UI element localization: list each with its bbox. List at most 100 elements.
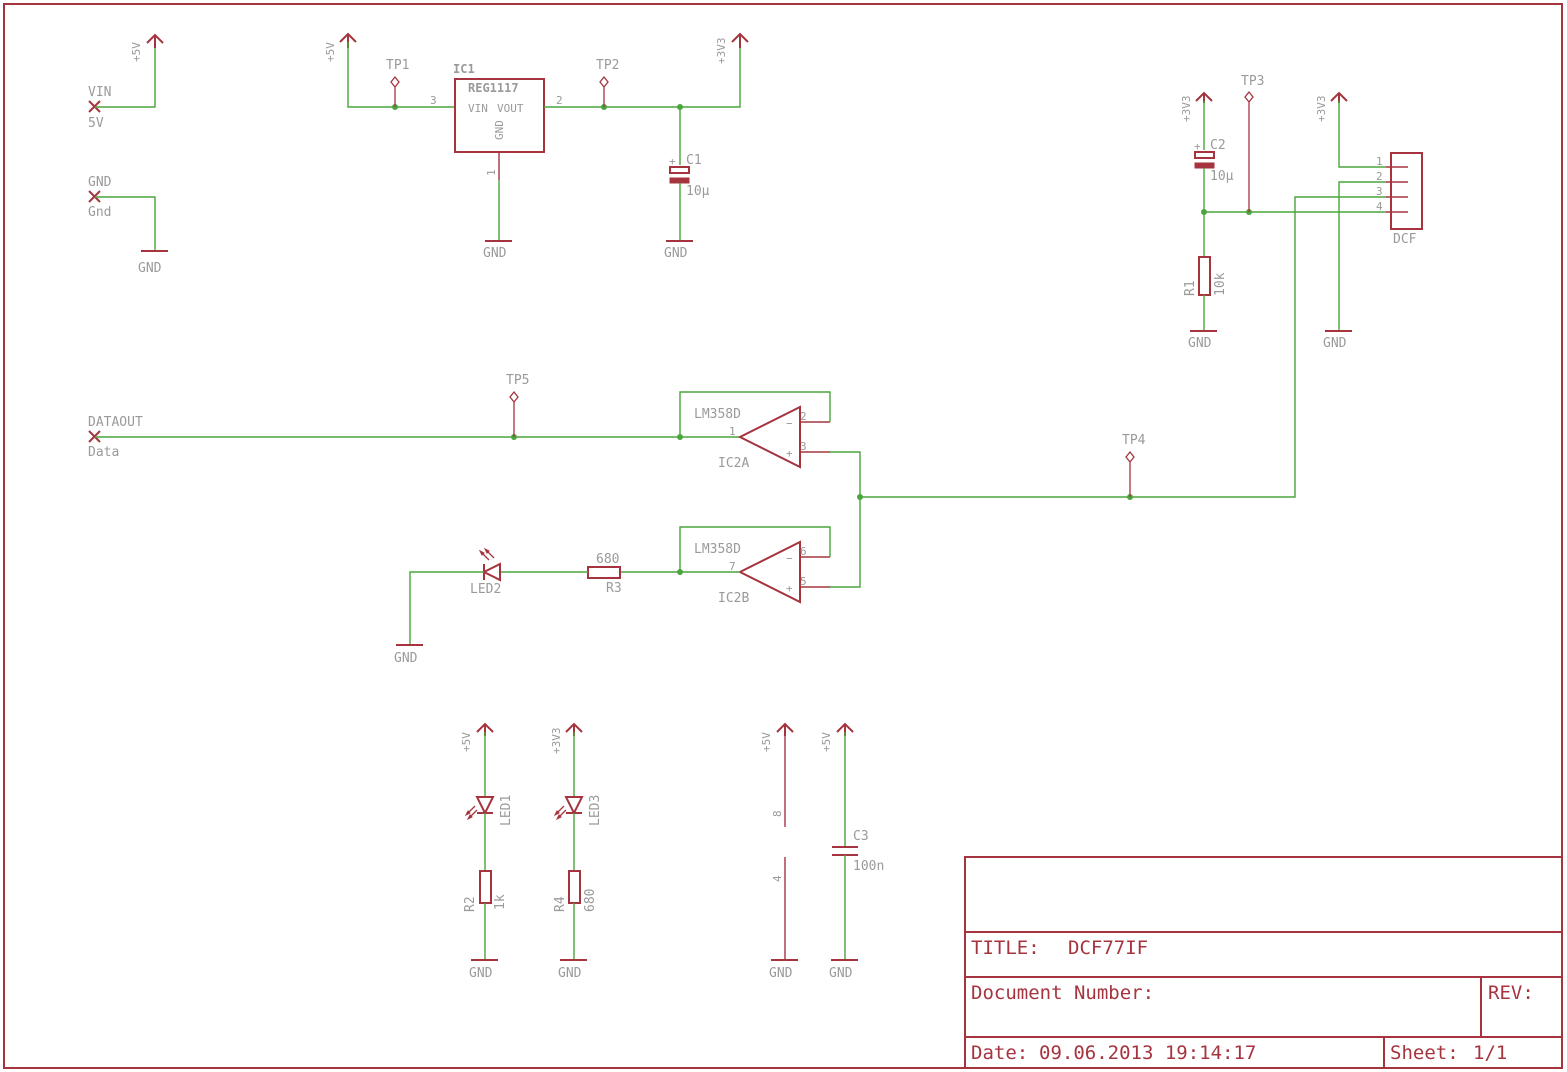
svg-text:+5V: +5V [760,732,773,752]
svg-text:TP4: TP4 [1122,433,1146,448]
supply-3v3-led3: +3V3 [550,722,583,755]
svg-text:IC2A: IC2A [718,456,749,471]
connector-x-icon [88,190,101,203]
svg-text:1: 1 [1376,155,1383,168]
supply-5v-led1: +5V [460,722,494,752]
connector-x-icon [88,100,101,113]
svg-text:+: + [669,155,676,168]
connector-vin[interactable]: VIN 5V +5V [88,33,164,131]
svg-text:LED1: LED1 [499,795,514,826]
svg-text:−: − [786,417,793,430]
svg-text:GND: GND [664,246,688,261]
svg-text:LED2: LED2 [470,582,501,597]
testpoint-tp2[interactable]: TP2 [596,58,619,107]
svg-text:GND: GND [1188,336,1212,351]
supply-5v-reg: +5V [324,32,357,62]
opamp-power-pins[interactable]: +5V 8 4 GND [760,722,798,981]
svg-text:2: 2 [1376,170,1383,183]
connector-gnd-name: GND [88,175,112,190]
svg-text:TP5: TP5 [506,373,529,388]
svg-text:+: + [786,582,793,595]
svg-text:680: 680 [583,889,598,912]
svg-text:5: 5 [800,575,807,588]
opamp-ic2b[interactable]: − + LM358D IC2B 6 7 5 [694,540,830,606]
testpoint-tp5[interactable]: TP5 [506,373,529,437]
sheet-label: Sheet: [1390,1042,1459,1064]
svg-text:3: 3 [1376,185,1383,198]
svg-text:100n: 100n [853,859,884,874]
opamp-ic2a[interactable]: − + LM358D IC2A 2 1 3 [694,405,830,471]
svg-text:LED3: LED3 [588,795,603,826]
svg-text:+5V: +5V [820,732,833,752]
svg-text:10k: 10k [1213,272,1228,296]
ic1-name: IC1 [453,62,475,76]
resistor-r4[interactable]: R4 680 [553,870,598,912]
svg-text:2: 2 [556,94,563,107]
svg-text:1k: 1k [493,894,508,910]
supply-3v3-c2: +3V3 [1180,91,1213,123]
svg-text:VOUT: VOUT [497,102,524,115]
svg-text:7: 7 [729,560,736,573]
svg-text:+: + [786,447,793,460]
svg-text:VIN: VIN [468,102,488,115]
svg-text:−: − [786,552,793,565]
svg-text:C1: C1 [686,153,702,168]
svg-text:6: 6 [800,545,807,558]
date-value: 09.06.2013 19:14:17 [1039,1042,1256,1064]
svg-text:+3V3: +3V3 [1180,96,1193,123]
dcf-connector[interactable]: 1 2 3 4 DCF [1376,152,1423,247]
wire-5v-to-ic1 [347,42,455,108]
svg-text:GND: GND [469,966,493,981]
svg-text:1: 1 [485,169,498,176]
connector-gnd[interactable]: GND Gnd GND [88,175,168,276]
led-led1[interactable]: LED1 [464,795,514,826]
svg-text:TP1: TP1 [386,58,409,73]
svg-text:GND: GND [394,651,418,666]
svg-text:+: + [1194,140,1201,153]
capacitor-c3[interactable]: +5V C3 100n GND [820,722,884,981]
ic1-regulator[interactable]: IC1 REG1117 VIN VOUT GND 3 2 1 [430,62,563,176]
led-led3[interactable]: LED3 [553,795,603,826]
resistor-r1[interactable]: R1 10k [1183,256,1228,330]
title-block: TITLE: DCF77IF Document Number: REV: Dat… [964,856,1563,1069]
svg-text:GND: GND [829,966,853,981]
svg-text:C3: C3 [853,829,869,844]
wire-3v3-out [544,42,741,108]
capacitor-c1[interactable]: + C1 10µ [669,107,710,240]
led-led2[interactable]: LED2 [470,547,501,597]
sheet-frame [3,3,1563,1069]
svg-text:TP2: TP2 [596,58,619,73]
connector-dataout-name: DATAOUT [88,415,143,430]
svg-text:R3: R3 [606,581,622,596]
svg-text:R1: R1 [1183,280,1198,296]
testpoint-tp4[interactable]: TP4 [1122,433,1146,497]
resistor-r3[interactable]: 680 R3 [587,552,622,596]
testpoint-tp1[interactable]: TP1 [386,58,409,107]
svg-text:8: 8 [771,810,784,817]
svg-text:GND: GND [493,120,506,140]
connector-gnd-value: Gnd [88,205,111,220]
svg-text:R2: R2 [463,896,478,912]
capacitor-c2[interactable]: + C2 10µ [1194,101,1234,256]
svg-text:+5V: +5V [460,732,473,752]
title-value: DCF77IF [1068,937,1148,959]
svg-text:GND: GND [769,966,793,981]
svg-text:3: 3 [800,440,807,453]
connector-dataout[interactable]: DATAOUT Data [88,415,143,460]
svg-text:10µ: 10µ [1210,169,1234,184]
svg-text:+3V3: +3V3 [550,728,563,755]
svg-text:2: 2 [800,410,807,423]
svg-text:1: 1 [729,425,736,438]
svg-text:3: 3 [430,94,437,107]
rev-label: REV: [1488,982,1534,1004]
testpoint-tp3[interactable]: TP3 [1241,74,1264,212]
supply-5v-label: +5V [130,42,143,62]
svg-text:4: 4 [771,875,784,882]
connector-x-icon [88,430,101,443]
svg-text:LM358D: LM358D [694,407,741,422]
gnd-label: GND [138,261,162,276]
sheet-value: 1/1 [1473,1042,1507,1064]
svg-text:10µ: 10µ [686,184,710,199]
connector-vin-name: VIN [88,85,111,100]
svg-text:GND: GND [558,966,582,981]
